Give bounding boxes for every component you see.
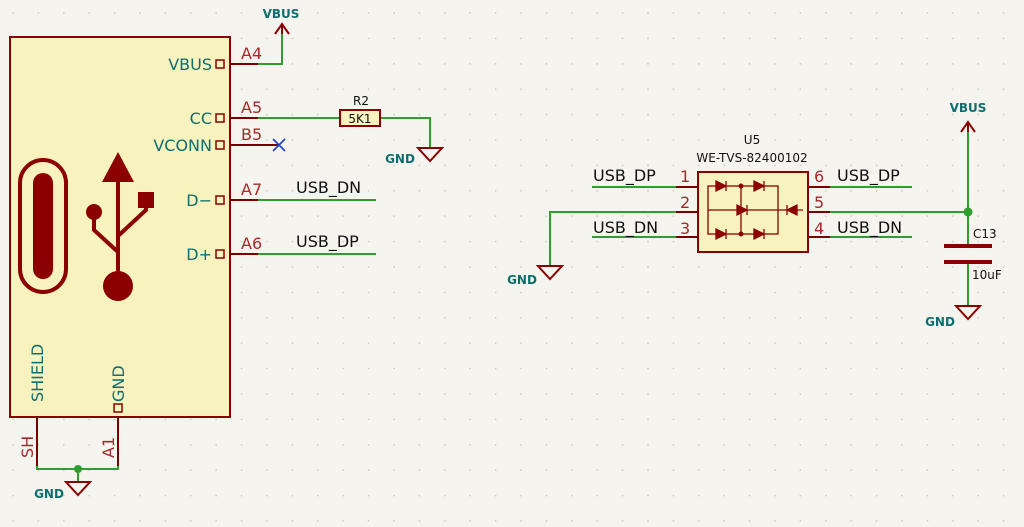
vbus-wire[interactable] bbox=[258, 34, 283, 65]
ground-icon bbox=[415, 147, 445, 163]
pin-signal-label: SHIELD bbox=[28, 344, 47, 402]
pin-vbus[interactable]: VBUS A4 bbox=[168, 44, 262, 74]
power-label: VBUS bbox=[950, 101, 987, 115]
power-label: GND bbox=[507, 273, 537, 287]
capacitor-c13[interactable]: C13 10uF bbox=[944, 227, 1002, 282]
ground-icon bbox=[953, 305, 983, 321]
tvs-ref: U5 bbox=[744, 133, 760, 147]
power-label: GND bbox=[385, 152, 415, 166]
pin-number-label: A4 bbox=[241, 44, 262, 63]
power-label: VBUS bbox=[263, 7, 300, 21]
tvs-pin-2: 2 bbox=[680, 193, 690, 212]
capacitor-ref: C13 bbox=[973, 227, 997, 241]
gnd-symbol-r2[interactable]: GND bbox=[385, 147, 445, 166]
pin-number-label: A1 bbox=[99, 437, 118, 458]
ground-icon bbox=[535, 265, 565, 281]
junction-dot bbox=[74, 465, 82, 473]
net-label-usb-dp: USB_DP bbox=[837, 166, 900, 186]
net-label-usb-dn: USB_DN bbox=[593, 218, 658, 238]
power-label: GND bbox=[34, 487, 64, 501]
pin-number-label: A5 bbox=[241, 98, 262, 117]
vbus-power-symbol[interactable]: VBUS bbox=[263, 7, 300, 35]
power-label: GND bbox=[925, 315, 955, 329]
pin-signal-label: CC bbox=[190, 109, 212, 128]
tvs-gnd-wire[interactable] bbox=[549, 211, 676, 266]
no-connect-marker bbox=[272, 138, 286, 152]
resistor-r2[interactable]: R2 5K1 bbox=[339, 94, 381, 127]
pin-signal-label: GND bbox=[109, 365, 128, 402]
net-label-usb-dp: USB_DP bbox=[593, 166, 656, 186]
resistor-body bbox=[339, 109, 381, 127]
diode-array-icon bbox=[707, 179, 803, 241]
net-label-usb-dp: USB_DP bbox=[296, 232, 359, 252]
tvs-part: WE-TVS-82400102 bbox=[696, 151, 807, 165]
usb-c-connector[interactable]: VBUS A4 CC A5 VCONN B5 D− A7 D+ A6 bbox=[9, 36, 278, 466]
resistor-value: 5K1 bbox=[348, 112, 371, 126]
pin-d-minus[interactable]: D− A7 bbox=[186, 180, 262, 210]
pin-number-label: SH bbox=[18, 436, 37, 458]
receptacle-outline-icon bbox=[18, 158, 68, 294]
junction-dot bbox=[963, 207, 973, 217]
pin-signal-label: D− bbox=[186, 191, 212, 210]
r2-gnd-wire[interactable] bbox=[380, 117, 431, 148]
pin-d-plus[interactable]: D+ A6 bbox=[186, 234, 262, 264]
tvs-u5[interactable]: U5 WE-TVS-82400102 1 2 3 6 5 bbox=[676, 133, 830, 253]
gnd-symbol-tvs[interactable]: GND bbox=[507, 265, 565, 287]
gnd-symbol-connector[interactable]: GND bbox=[34, 481, 93, 501]
vbus-power-symbol-right[interactable]: VBUS bbox=[950, 101, 987, 133]
net-label-usb-dn: USB_DN bbox=[837, 218, 902, 238]
usb-logo-icon bbox=[86, 152, 154, 301]
pin-gnd[interactable]: GND A1 bbox=[99, 365, 128, 466]
resistor-ref: R2 bbox=[353, 94, 369, 108]
tvs-wiring[interactable] bbox=[549, 132, 973, 306]
pin-shield[interactable]: SHIELD SH bbox=[18, 344, 47, 466]
pin-number-label: A6 bbox=[241, 234, 262, 253]
tvs-pin-1: 1 bbox=[680, 167, 690, 186]
tvs-pin-3: 3 bbox=[680, 219, 690, 238]
pin-vconn[interactable]: VCONN B5 bbox=[153, 125, 278, 155]
pin-number-label: B5 bbox=[241, 125, 262, 144]
pin-number-label: A7 bbox=[241, 180, 262, 199]
receptacle-tongue-icon bbox=[33, 173, 53, 279]
pin-signal-label: VBUS bbox=[168, 55, 212, 74]
pin-signal-label: D+ bbox=[186, 245, 212, 264]
capacitor-value: 10uF bbox=[972, 268, 1002, 282]
pin-signal-label: VCONN bbox=[153, 136, 212, 155]
tvs-pin-6: 6 bbox=[814, 167, 824, 186]
ground-icon bbox=[63, 481, 93, 497]
tvs-pin-4: 4 bbox=[814, 219, 824, 238]
net-label-usb-dn: USB_DN bbox=[296, 178, 361, 198]
connector-wiring[interactable] bbox=[36, 34, 431, 482]
tvs-pin-5: 5 bbox=[814, 193, 824, 212]
gnd-symbol-c13[interactable]: GND bbox=[925, 305, 983, 329]
pin-cc[interactable]: CC A5 bbox=[190, 98, 262, 128]
